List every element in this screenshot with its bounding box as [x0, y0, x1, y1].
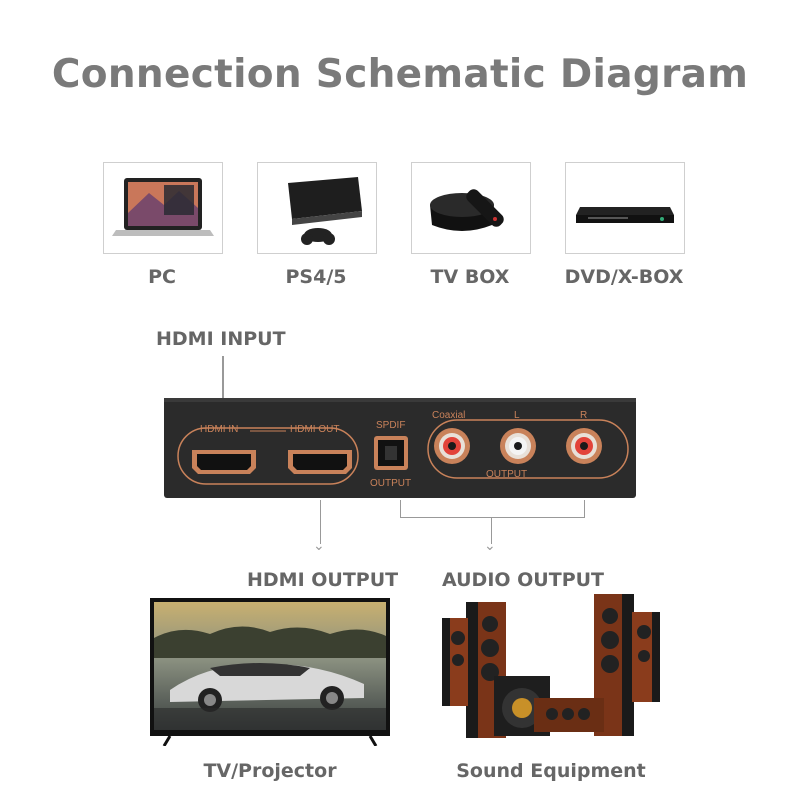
source-ps [257, 162, 377, 254]
hdmi-output-connector [320, 500, 321, 544]
page-title: Connection Schematic Diagram [51, 52, 749, 97]
audio-output-connector [491, 517, 492, 544]
device-hdmi-out-label: HDMI OUT [290, 424, 340, 435]
device-body [164, 398, 636, 498]
audio-bracket-right [584, 500, 585, 518]
audio-output-label: AUDIO OUTPUT [442, 569, 605, 591]
source-label-dvd: DVD/X-BOX [564, 266, 684, 288]
device-rca-output-label: OUTPUT [486, 469, 528, 480]
hdmi-input-connector [222, 356, 224, 402]
source-tvbox [411, 162, 531, 254]
tv-box-icon [430, 189, 504, 231]
chevron-down-icon: ⌄ [484, 538, 496, 554]
device-hdmi-in-label: HDMI IN [200, 424, 239, 435]
hdmi-input-label: HDMI INPUT [156, 328, 286, 350]
game-console-icon [288, 177, 362, 245]
hdmi-output-label: HDMI OUTPUT [247, 569, 399, 591]
chevron-down-icon: ⌄ [313, 538, 325, 554]
dvd-player-icon [576, 207, 674, 223]
device-left-label: L [514, 410, 520, 421]
device-coaxial-label: Coaxial [432, 410, 466, 421]
device-spdif-output-label: OUTPUT [370, 478, 412, 489]
device-right-label: R [580, 410, 588, 421]
source-label-tvbox: TV BOX [430, 266, 510, 288]
source-label-ps: PS4/5 [285, 266, 347, 288]
output-speakers [438, 590, 664, 740]
device-spdif-label: SPDIF [376, 420, 406, 431]
output-label-speakers: Sound Equipment [456, 760, 646, 782]
source-dvd [565, 162, 685, 254]
audio-bracket-left [400, 500, 401, 518]
laptop-icon [112, 178, 214, 236]
speakers-icon [442, 594, 660, 738]
source-label-pc: PC [148, 266, 176, 288]
output-label-tv: TV/Projector [203, 760, 337, 782]
tv-icon [150, 598, 390, 747]
source-pc [103, 162, 223, 254]
audio-bracket-bottom [400, 517, 585, 518]
hdmi-audio-extractor-device: HDMI IN HDMI OUT SPDIF OUTPUT Coaxial L … [164, 398, 636, 498]
output-tv [150, 598, 390, 747]
